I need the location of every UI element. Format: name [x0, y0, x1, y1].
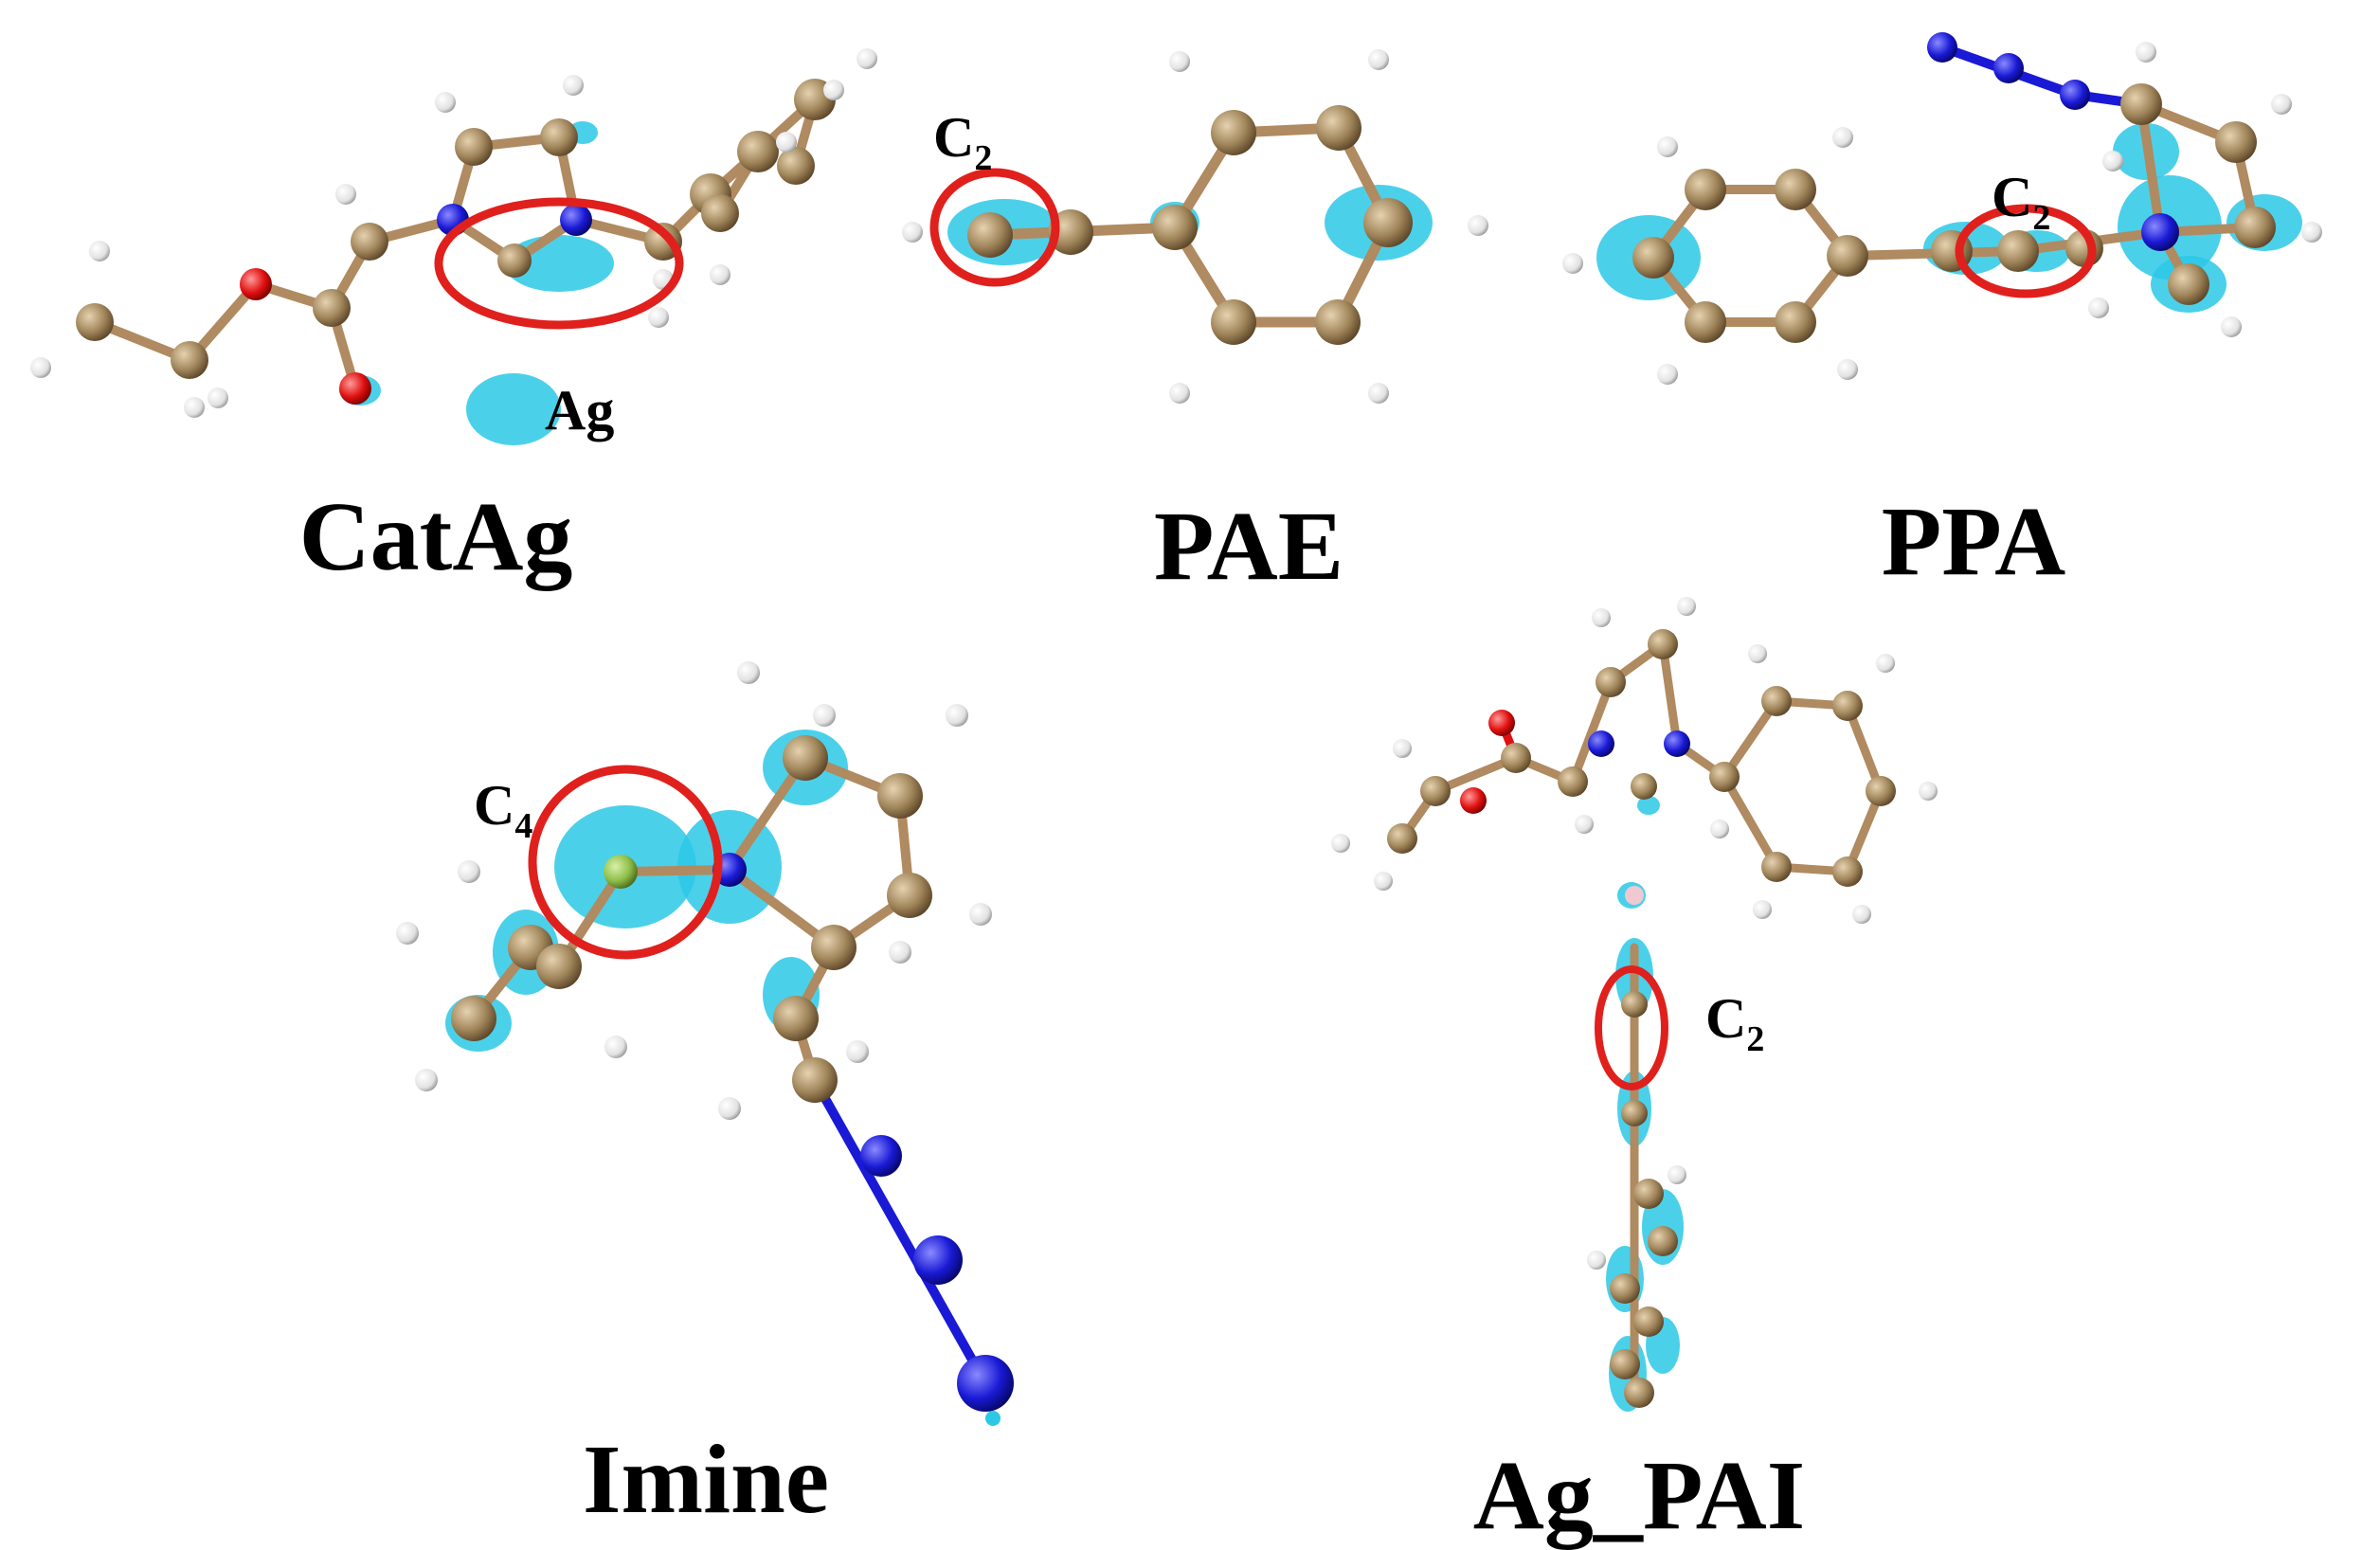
ppa-c2-highlight-ring — [1955, 204, 2097, 298]
pae-site-index: 2 — [974, 138, 993, 178]
imine-panel — [396, 661, 1014, 1426]
catag-site-label: Ag — [545, 379, 615, 442]
ppa-site-element: C — [1992, 166, 2033, 228]
imine-site-label: C4 — [474, 777, 532, 844]
imine-site-element: C — [474, 774, 515, 837]
pae-site-label: C2 — [933, 109, 992, 176]
ppa-site-index: 2 — [2032, 198, 2051, 238]
ag-pai-panel — [1331, 597, 1938, 1412]
imine-c4-highlight-ring — [528, 765, 723, 960]
catag-title: CatAg — [298, 482, 573, 591]
ag-pai-title: Ag_PAI — [1472, 1441, 1806, 1550]
ag-pai-site-label: C2 — [1705, 990, 1764, 1057]
ag-pai-c2-highlight-ring — [1595, 965, 1668, 1090]
catag-panel — [30, 48, 877, 445]
ppa-title: PPA — [1881, 487, 2066, 596]
imine-site-index: 4 — [514, 806, 533, 846]
pae-site-element: C — [933, 106, 975, 169]
ppa-site-label: C2 — [1992, 169, 2050, 236]
ag-pai-site-element: C — [1705, 987, 1747, 1050]
pae-panel — [902, 49, 1488, 404]
ag-site-highlight-ring — [434, 197, 684, 330]
pae-title: PAE — [1153, 492, 1344, 601]
pae-c2-highlight-ring — [929, 168, 1060, 287]
ag-pai-site-index: 2 — [1746, 1019, 1765, 1059]
ppa-panel — [1562, 32, 2322, 385]
imine-title: Imine — [583, 1425, 829, 1534]
